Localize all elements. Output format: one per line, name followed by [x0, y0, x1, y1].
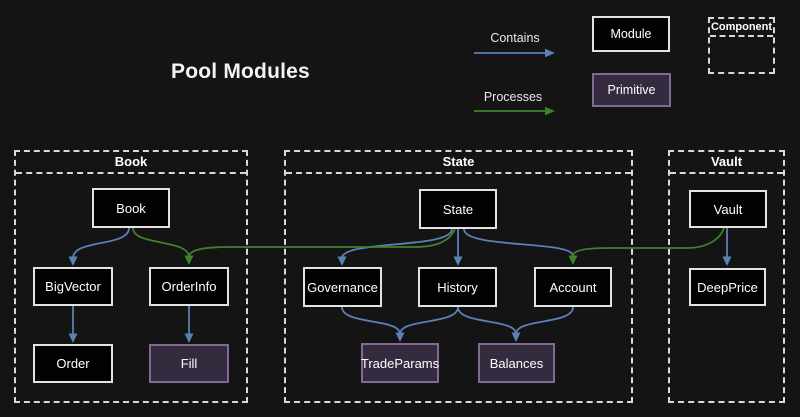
group-vault: Vault	[668, 150, 785, 403]
legend-primitive-label: Primitive	[607, 83, 656, 97]
node-balances-label: Balances	[489, 355, 544, 371]
node-fill: Fill	[149, 344, 229, 383]
legend-module-swatch: Module	[592, 16, 670, 52]
node-order: Order	[33, 344, 113, 383]
legend-processes-arrowhead	[545, 106, 555, 116]
node-bigvector: BigVector	[33, 267, 113, 306]
node-account: Account	[534, 267, 612, 307]
node-vault-label: Vault	[713, 201, 743, 217]
node-book-label: Book	[116, 200, 146, 216]
group-book-header: Book	[16, 152, 246, 174]
node-history: History	[418, 267, 497, 307]
group-state: State	[284, 150, 633, 403]
node-history-label: History	[437, 279, 478, 295]
node-deepprice-label: DeepPrice	[697, 279, 758, 295]
legend-component-label: Component	[710, 19, 773, 37]
node-orderinfo: OrderInfo	[149, 267, 229, 306]
node-state: State	[419, 189, 497, 229]
page-title: Pool Modules	[171, 60, 310, 83]
node-fill-label: Fill	[180, 356, 198, 371]
legend-component-swatch: Component	[708, 17, 775, 74]
node-deepprice: DeepPrice	[689, 268, 766, 306]
legend-module-label: Module	[610, 27, 652, 41]
node-bigvector-label: BigVector	[45, 279, 101, 294]
node-account-label: Account	[549, 279, 597, 295]
group-vault-header: Vault	[670, 152, 783, 174]
node-governance: Governance	[303, 267, 382, 307]
node-order-label: Order	[56, 356, 90, 371]
legend-contains-arrowhead	[545, 48, 555, 58]
node-orderinfo-label: OrderInfo	[161, 279, 217, 294]
node-state-label: State	[442, 201, 474, 217]
node-book: Book	[92, 188, 170, 228]
node-governance-label: Governance	[307, 279, 378, 295]
group-state-header: State	[286, 152, 631, 174]
node-balances: Balances	[478, 343, 555, 383]
legend-processes-label: Processes	[483, 90, 543, 104]
node-vault: Vault	[689, 190, 767, 228]
legend-contains-label: Contains	[490, 31, 540, 45]
legend-primitive-swatch: Primitive	[592, 73, 671, 107]
group-book: Book	[14, 150, 248, 403]
node-tradeparams-label: TradeParams	[360, 355, 440, 371]
node-tradeparams: TradeParams	[361, 343, 439, 383]
